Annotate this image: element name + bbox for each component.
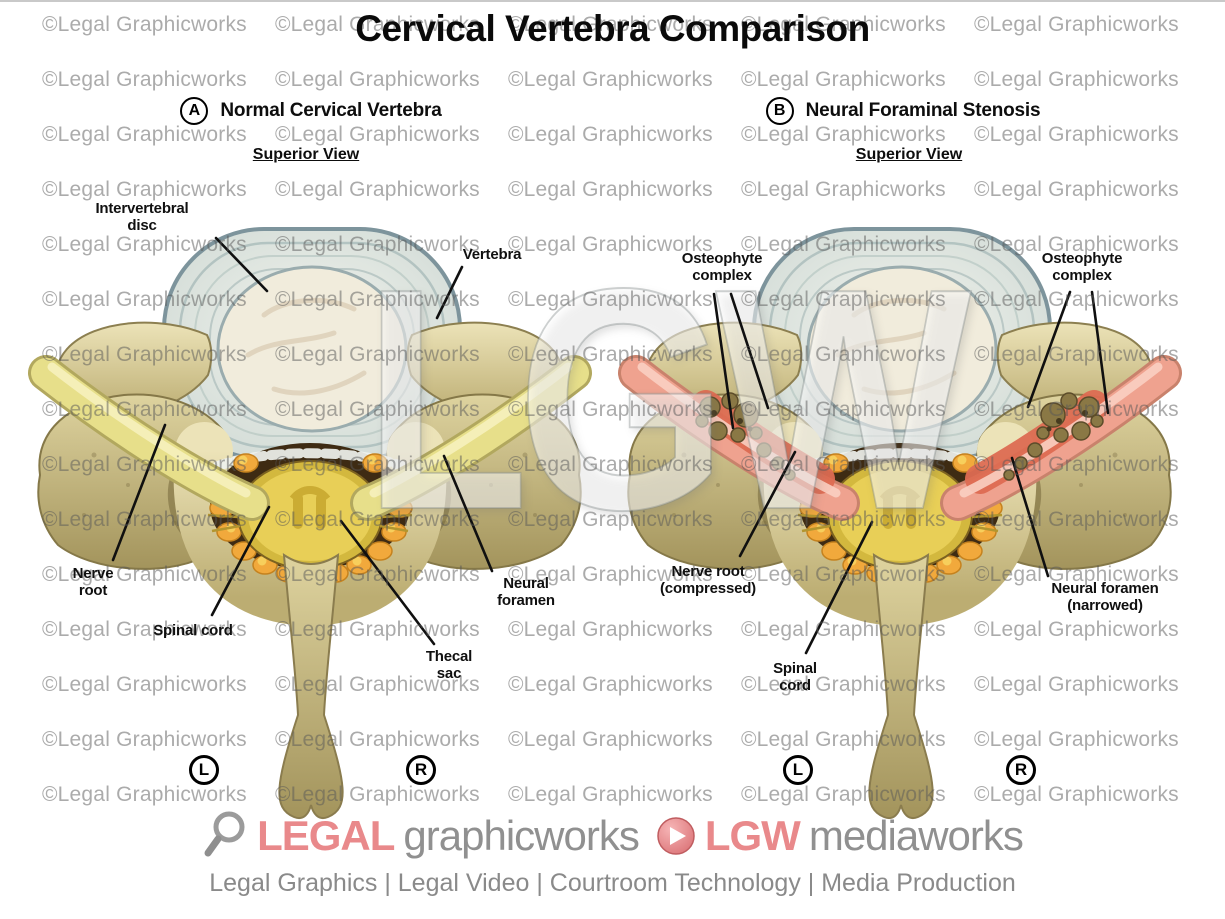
label-osteophyte-complex-left: Osteophyte complex (681, 250, 763, 285)
brand-lgw: LGW (704, 812, 801, 859)
footer-brand-row: LEGAL graphicworks LGW mediaworks (0, 810, 1225, 862)
label-thecal-sac: Thecal sac (425, 648, 473, 683)
panel-b-heading: Neural Foraminal Stenosis (805, 100, 1041, 121)
panel-b-letter-badge: B (765, 97, 794, 125)
label-nerve-root-a: Nerve root (72, 565, 114, 600)
label-osteophyte-complex-right: Osteophyte complex (1041, 250, 1123, 285)
panel-a-view-label: Superior View (252, 146, 360, 163)
right-side-marker-a: R (406, 755, 436, 785)
panel-a-letter-badge: A (180, 97, 209, 125)
label-spinal-cord-b: Spinal cord (773, 660, 817, 695)
panel-a-header: A Normal Cervical Vertebra (141, 97, 481, 125)
brand-graphicworks: graphicworks (403, 812, 639, 859)
label-spinal-cord-a: Spinal cord (153, 622, 233, 639)
left-side-marker-b: L (783, 755, 813, 785)
panel-b-header: B Neural Foraminal Stenosis (733, 97, 1073, 125)
brand-mediaworks: mediaworks (808, 812, 1024, 859)
label-neural-foramen-narrowed: Neural foramen (narrowed) (1051, 580, 1159, 615)
top-border (0, 0, 1225, 2)
page-title: Cervical Vertebra Comparison (355, 8, 870, 49)
magnifier-icon (204, 811, 245, 857)
label-neural-foramen-a: Neural foramen (497, 575, 555, 610)
brand-legal: LEGAL (257, 812, 395, 859)
label-vertebra: Vertebra (462, 246, 522, 263)
label-nerve-root-compressed: Nerve root (compressed) (660, 563, 756, 598)
footer-tagline: Legal Graphics | Legal Video | Courtroom… (209, 869, 1016, 897)
panel-b-view-label: Superior View (855, 146, 963, 163)
label-intervertebral-disc: Intervertebral disc (95, 200, 189, 235)
right-side-marker-b: R (1006, 755, 1036, 785)
left-side-marker-a: L (189, 755, 219, 785)
panel-a-heading: Normal Cervical Vertebra (220, 100, 442, 121)
play-icon (657, 817, 695, 855)
